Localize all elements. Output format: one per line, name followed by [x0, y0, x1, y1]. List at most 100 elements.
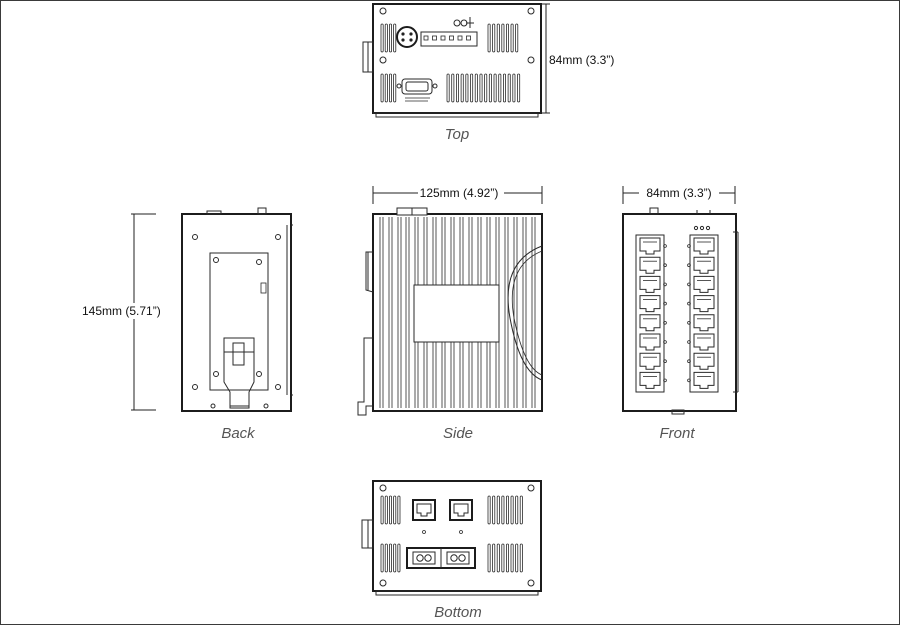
screw-hole [527, 56, 535, 64]
port-led [663, 263, 667, 268]
port-led [687, 263, 691, 268]
rj45-port [693, 237, 715, 255]
side-width-dimension: 125mm (4.92”) [372, 185, 543, 204]
terminal-pin [432, 35, 437, 41]
bottom-view-label: Bottom [434, 604, 482, 621]
top-vents-right [446, 23, 521, 103]
vent-slot [388, 495, 392, 525]
vent-slot [496, 543, 500, 573]
top-view-label: Top [445, 126, 469, 143]
vent-slot [510, 495, 514, 525]
rj45-port [639, 237, 661, 255]
rj45-port [693, 352, 715, 370]
front-view-outline [622, 213, 737, 412]
rj45-port [693, 371, 715, 389]
vent-slot [380, 543, 384, 573]
rj45-port [693, 275, 715, 293]
top-vents-left [380, 23, 397, 103]
vent-slot [487, 543, 491, 573]
port-led [663, 244, 667, 248]
port-led [663, 359, 667, 364]
vent-slot [505, 495, 509, 525]
terminal-pins [423, 35, 471, 41]
front-ports-left [639, 237, 667, 389]
screw-hole [379, 7, 387, 15]
vent-slot [470, 73, 474, 103]
vent-slot [501, 495, 505, 525]
front-view-label: Front [659, 425, 695, 442]
front-top-connector [649, 207, 659, 215]
vent-slot [451, 73, 455, 103]
din-rail-clip [223, 337, 255, 409]
port-led [663, 301, 667, 306]
vent-slot [388, 543, 392, 573]
vent-slot [393, 23, 397, 53]
vent-slot [501, 23, 505, 53]
front-port-column-left [635, 234, 665, 393]
terminal-pin [466, 35, 471, 41]
top-depth-dimension: 84mm (3.3”) [541, 3, 614, 114]
vent-slot [455, 73, 459, 103]
side-label-area [413, 284, 500, 343]
vent-slot [393, 73, 397, 103]
vent-slot [519, 495, 523, 525]
terminal-pin [449, 35, 454, 41]
vent-slot [505, 543, 509, 573]
vent-slot [515, 543, 519, 573]
side-width-label: 125mm (4.92”) [420, 186, 499, 200]
terminal-pin [457, 35, 463, 41]
port-led [663, 282, 667, 287]
vent-slot [505, 23, 509, 53]
vent-slot [388, 73, 392, 103]
rj45-port [639, 275, 661, 293]
rj45-port [639, 333, 661, 351]
vent-slot [517, 73, 521, 103]
terminal-pin [423, 35, 429, 41]
rj45-port [639, 371, 661, 389]
front-ports-right [687, 237, 715, 389]
vent-slot [492, 495, 496, 525]
vent-slot [465, 73, 469, 103]
vent-slot [380, 495, 384, 525]
vent-slot [388, 23, 392, 53]
vent-slot [488, 73, 492, 103]
bottom-view [361, 480, 542, 596]
port-led [687, 378, 691, 383]
vent-slot [502, 73, 506, 103]
vent-slot [384, 495, 388, 525]
vent-slot [484, 73, 488, 103]
screw-hole [379, 484, 387, 492]
vent-slot [498, 73, 502, 103]
vent-slot [487, 23, 491, 53]
side-din-clip [365, 251, 374, 293]
screw-hole [379, 579, 387, 587]
screw-hole [527, 7, 535, 15]
vent-slot [487, 495, 491, 525]
port-led [687, 320, 691, 325]
back-top-connector [257, 207, 267, 215]
power-connector-icon [396, 26, 418, 48]
vent-slot [507, 73, 511, 103]
screw-hole [527, 579, 535, 587]
port-led [663, 340, 667, 344]
port-led [687, 340, 691, 344]
terminal-block [420, 31, 478, 47]
vent-slot [512, 73, 516, 103]
vent-slot [384, 23, 388, 53]
rj45-port [639, 256, 661, 274]
rj45-port [639, 295, 661, 313]
vent-slot [460, 73, 464, 103]
screw-hole [192, 234, 198, 240]
side-view [357, 207, 543, 416]
top-depth-label: 84mm (3.3”) [549, 53, 614, 67]
screw-hole [527, 484, 535, 492]
port-led [687, 244, 691, 248]
vent-slot [380, 73, 384, 103]
bottom-vents-left [380, 495, 401, 573]
port-led [663, 320, 667, 325]
back-height-label: 145mm (5.71”) [82, 304, 161, 318]
side-front-curve [507, 245, 543, 381]
serial-port [401, 78, 433, 95]
screw-hole [192, 384, 198, 390]
port-led [687, 301, 691, 306]
